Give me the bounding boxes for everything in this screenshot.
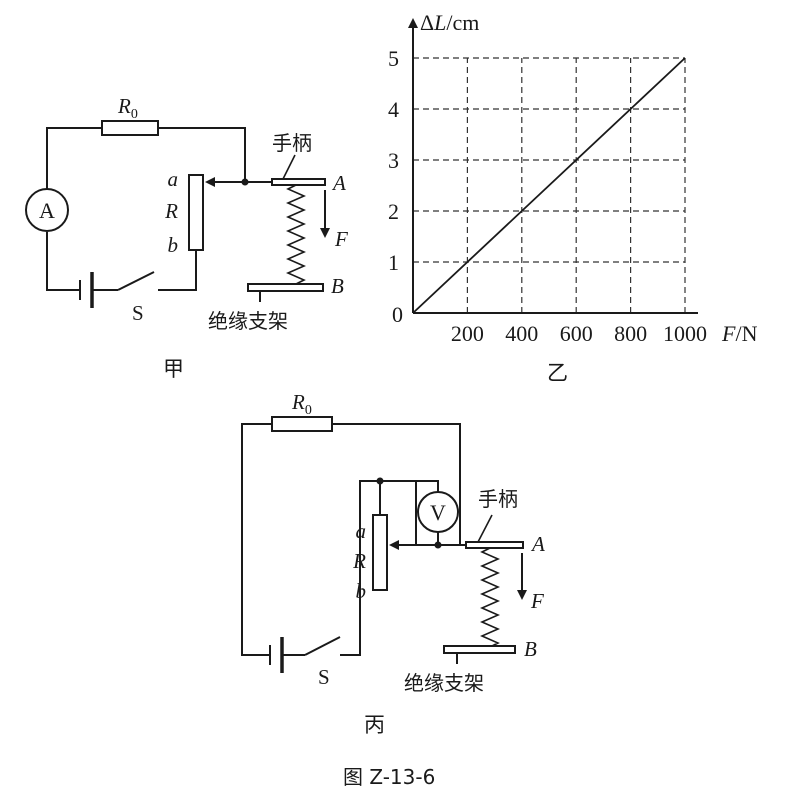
x-tick-label: 400 bbox=[505, 321, 538, 346]
switch-blade bbox=[304, 636, 341, 656]
x-axis-label: F/N bbox=[721, 321, 758, 346]
spring bbox=[480, 547, 500, 648]
origin-label: 0 bbox=[392, 302, 403, 327]
rheostat bbox=[188, 174, 204, 251]
y-tick-labels: 1 2 3 4 5 bbox=[388, 46, 399, 275]
ammeter-label: A bbox=[39, 198, 55, 223]
wire-left-bottom bbox=[46, 232, 80, 291]
force-label: F bbox=[334, 227, 348, 251]
switch-label: S bbox=[318, 665, 330, 689]
point-a-label: A bbox=[530, 532, 545, 556]
sublabel-jia: 甲 bbox=[163, 357, 184, 381]
rheostat-label: R bbox=[164, 199, 178, 223]
circuit-jia: R0 A S a R b 手柄 A F B 绝缘支架 甲 bbox=[25, 94, 348, 381]
wire-switch-rheostat bbox=[340, 480, 380, 656]
y-tick-label: 2 bbox=[388, 199, 399, 224]
y-tick-label: 1 bbox=[388, 250, 399, 275]
support-label: 绝缘支架 bbox=[404, 671, 484, 695]
point-b-label: B bbox=[524, 637, 537, 661]
x-tick-label: 1000 bbox=[663, 321, 707, 346]
rheostat-terminal-b: b bbox=[356, 579, 367, 603]
circuit-bing: R0 S V a R b 手柄 A F B 绝缘支 bbox=[241, 390, 545, 737]
handle-plate bbox=[271, 178, 326, 186]
rheostat-terminal-a: a bbox=[356, 519, 367, 543]
wire-top bbox=[46, 127, 246, 189]
rheostat-label: R bbox=[352, 549, 366, 573]
sublabel-yi: 乙 bbox=[547, 361, 568, 385]
force-label: F bbox=[530, 589, 544, 613]
junction-dot bbox=[241, 178, 249, 186]
y-tick-label: 3 bbox=[388, 148, 399, 173]
resistor-r0-label: R0 bbox=[117, 94, 138, 122]
graph-yi: 1 2 3 4 5 200 400 600 800 1000 0 ΔL/cm F/N 乙 bbox=[388, 10, 758, 385]
x-tick-labels: 200 400 600 800 1000 bbox=[451, 321, 707, 346]
y-tick-label: 5 bbox=[388, 46, 399, 71]
figure-caption: 图 Z-13-6 bbox=[343, 765, 435, 789]
switch-label: S bbox=[132, 301, 144, 325]
point-b-label: B bbox=[331, 274, 344, 298]
rheostat-terminal-b: b bbox=[168, 233, 179, 257]
insulating-support bbox=[443, 645, 516, 654]
x-tick-label: 800 bbox=[614, 321, 647, 346]
resistor-r0 bbox=[271, 416, 333, 432]
resistor-r0-label: R0 bbox=[291, 390, 312, 418]
wire-outer bbox=[241, 423, 272, 656]
voltmeter-label: V bbox=[430, 500, 446, 525]
wire-r0-right bbox=[332, 423, 461, 545]
voltmeter bbox=[417, 491, 459, 533]
resistor-r0 bbox=[101, 120, 159, 136]
handle-label: 手柄 bbox=[478, 487, 518, 511]
handle-label: 手柄 bbox=[272, 131, 312, 155]
x-tick-label: 600 bbox=[560, 321, 593, 346]
point-a-label: A bbox=[331, 171, 346, 195]
switch-blade bbox=[117, 271, 155, 291]
grid-lines bbox=[413, 57, 686, 313]
insulating-support bbox=[247, 283, 324, 292]
handle-leader-line bbox=[282, 154, 296, 180]
handle-plate bbox=[465, 541, 524, 549]
x-tick-label: 200 bbox=[451, 321, 484, 346]
rheostat bbox=[372, 514, 388, 591]
sublabel-bing: 丙 bbox=[364, 713, 385, 737]
wire-switch-rheostat bbox=[158, 250, 197, 291]
y-tick-label: 4 bbox=[388, 97, 399, 122]
data-line bbox=[412, 57, 686, 314]
rheostat-terminal-a: a bbox=[168, 167, 179, 191]
handle-leader-line bbox=[477, 514, 493, 543]
ammeter bbox=[25, 188, 69, 232]
support-label: 绝缘支架 bbox=[208, 309, 288, 333]
spring bbox=[286, 184, 306, 285]
y-axis-label: ΔL/cm bbox=[420, 10, 479, 35]
